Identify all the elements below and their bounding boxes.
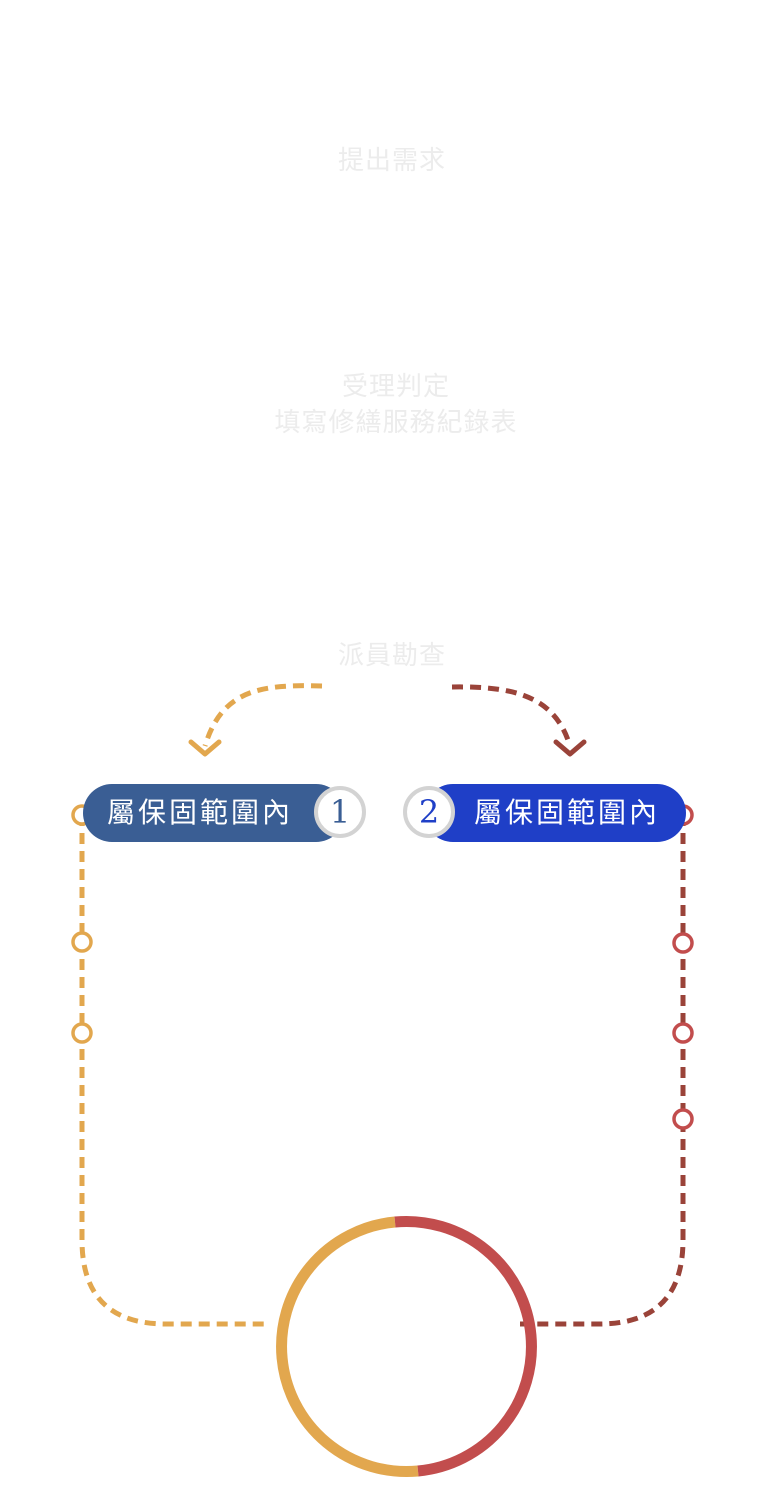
step-accept-line-1: 受理判定 <box>341 372 450 402</box>
step-accept-line-2: 填寫修繕服務紀錄表 <box>274 408 518 438</box>
branch-2-number: 2 <box>403 786 455 838</box>
left-dashed-path <box>79 815 270 1327</box>
right-node-3 <box>672 1022 694 1044</box>
step-accept-judgement: 受理判定 填寫修繕服務紀錄表 <box>12 369 768 441</box>
step-dispatch-inspection: 派員勘查 <box>337 641 446 671</box>
left-arrowhead-icon <box>188 739 222 757</box>
right-curved-arrow <box>451 684 573 747</box>
branch-2-label: 屬保固範圍內 <box>424 784 686 842</box>
ring-right-arc <box>394 1215 538 1477</box>
right-arrowhead-icon <box>553 739 587 757</box>
right-dashed-path <box>520 815 686 1327</box>
step-submit-request: 提出需求 <box>337 146 446 176</box>
branch-1-label: 屬保固範圍內 <box>83 784 345 842</box>
left-node-2 <box>71 931 93 953</box>
branch-1-number: 1 <box>314 786 366 838</box>
right-node-2 <box>672 932 694 954</box>
ring-left-arc <box>275 1216 419 1478</box>
right-node-4 <box>672 1108 694 1130</box>
left-node-3 <box>71 1022 93 1044</box>
left-curved-arrow <box>202 683 323 747</box>
